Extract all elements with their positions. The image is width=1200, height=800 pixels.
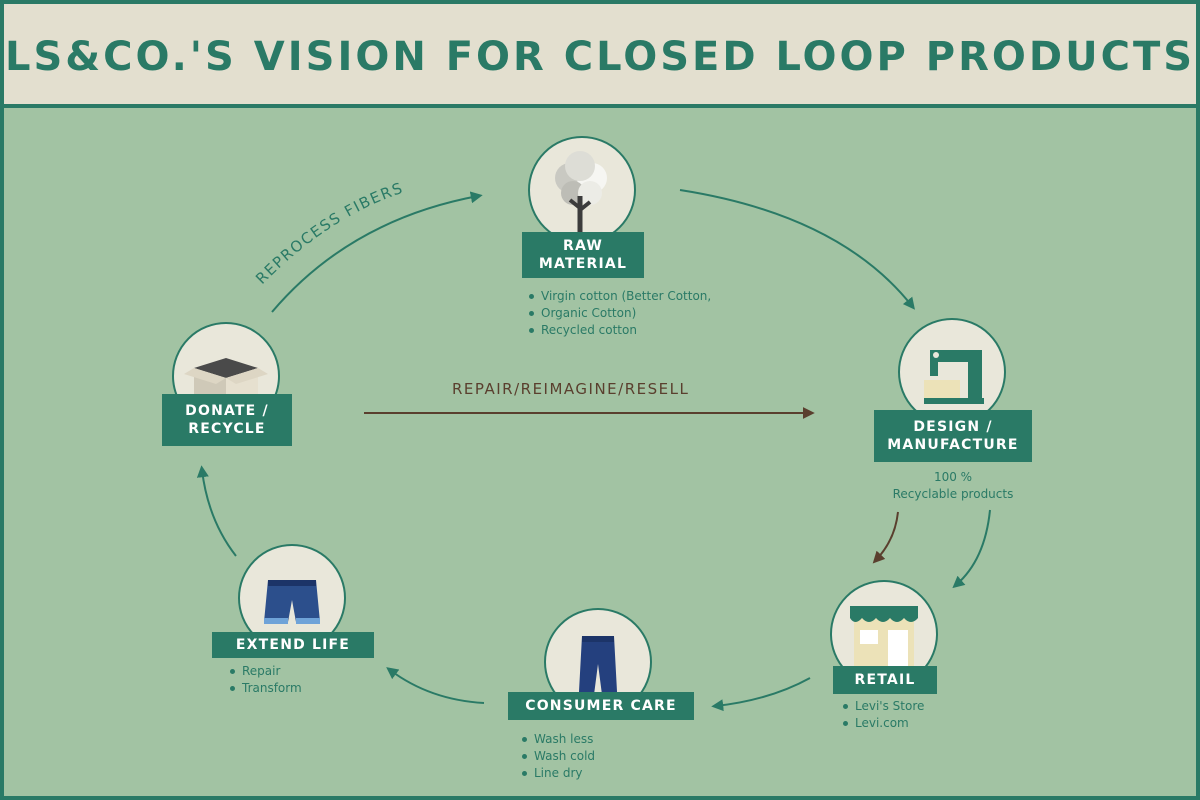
extend-life-label: EXTEND LIFE [212, 632, 374, 658]
design-note: 100 % Recyclable products [892, 470, 1014, 501]
raw-material-bullets: Virgin cotton (Better Cotton, Organic Co… [528, 288, 711, 339]
sewing-machine-icon [924, 350, 984, 404]
retail-label: RETAIL [833, 666, 937, 694]
title-band: LS&CO.'S VISION FOR CLOSED LOOP PRODUCTS [4, 4, 1196, 108]
design-circle [898, 318, 1006, 426]
storefront-icon [850, 606, 918, 670]
list-item: Organic Cotton) [528, 305, 711, 322]
donate-recycle-label: DONATE / RECYCLE [162, 394, 292, 446]
arrow-extend-to-donate [196, 465, 237, 557]
page-title: LS&CO.'S VISION FOR CLOSED LOOP PRODUCTS [4, 34, 1196, 80]
arrow-design-to-retail-brown [872, 511, 899, 564]
list-item: Levi.com [842, 715, 924, 732]
arrow-design-to-retail [952, 509, 991, 589]
raw-material-label: RAW MATERIAL [522, 232, 644, 278]
list-item: Wash cold [521, 748, 595, 765]
repair-reimagine-resell-label: REPAIR/REIMAGINE/RESELL [452, 380, 690, 398]
extend-life-bullets: Repair Transform [229, 663, 302, 697]
consumer-care-label: CONSUMER CARE [508, 692, 694, 720]
raw-material-circle [528, 136, 636, 244]
arrow-raw-to-design [679, 189, 915, 310]
list-item: Wash less [521, 731, 595, 748]
list-item: Transform [229, 680, 302, 697]
design-manufacture-label: DESIGN / MANUFACTURE [874, 410, 1032, 462]
arrow-retail-to-consumer [711, 677, 811, 712]
arrow-donate-to-raw [271, 191, 483, 313]
list-item: Levi's Store [842, 698, 924, 715]
list-item: Line dry [521, 765, 595, 782]
shorts-icon [264, 580, 320, 624]
arrow-consumer-to-extend [386, 667, 485, 704]
consumer-care-bullets: Wash less Wash cold Line dry [521, 731, 595, 782]
cotton-plant-icon [555, 151, 607, 236]
list-item: Virgin cotton (Better Cotton, [528, 288, 711, 305]
reprocess-fibers-label: REPROCESS FIBERS [252, 179, 406, 288]
jeans-icon [578, 636, 618, 710]
list-item: Recycled cotton [528, 322, 711, 339]
list-item: Repair [229, 663, 302, 680]
retail-bullets: Levi's Store Levi.com [842, 698, 924, 732]
